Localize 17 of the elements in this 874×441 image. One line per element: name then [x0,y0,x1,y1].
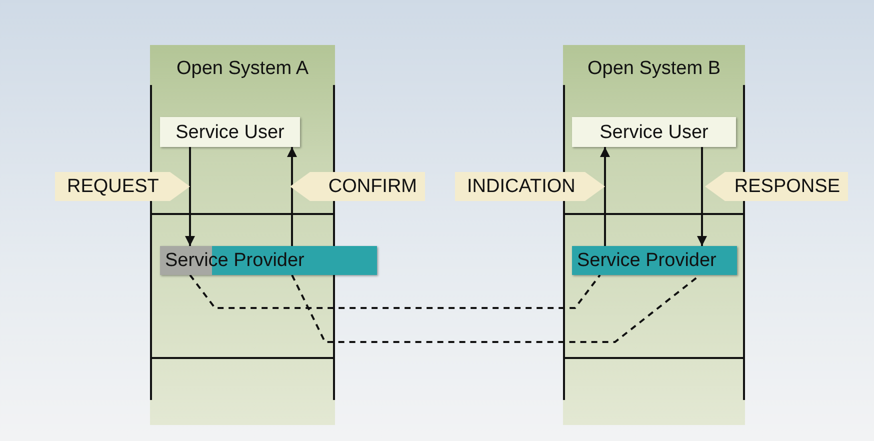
arrow [600,147,610,246]
arrow [287,147,297,246]
primitive-label: RESPONSE [734,177,840,196]
system-heading: Open System A [176,57,308,81]
arrow [697,147,707,246]
service-user-box [160,117,300,147]
arrow [185,147,195,246]
primitive-label: REQUEST [67,177,159,196]
primitive-label: INDICATION [467,177,576,196]
primitive-label: CONFIRM [328,177,417,196]
service-provider-box [572,246,737,275]
box-label: Service User [600,122,708,142]
system-heading: Open System B [587,57,721,81]
dashed-connection [189,274,601,309]
box-label: Service Provider [577,251,716,270]
box-label: Service User [176,122,284,142]
service-user-box [572,117,736,147]
